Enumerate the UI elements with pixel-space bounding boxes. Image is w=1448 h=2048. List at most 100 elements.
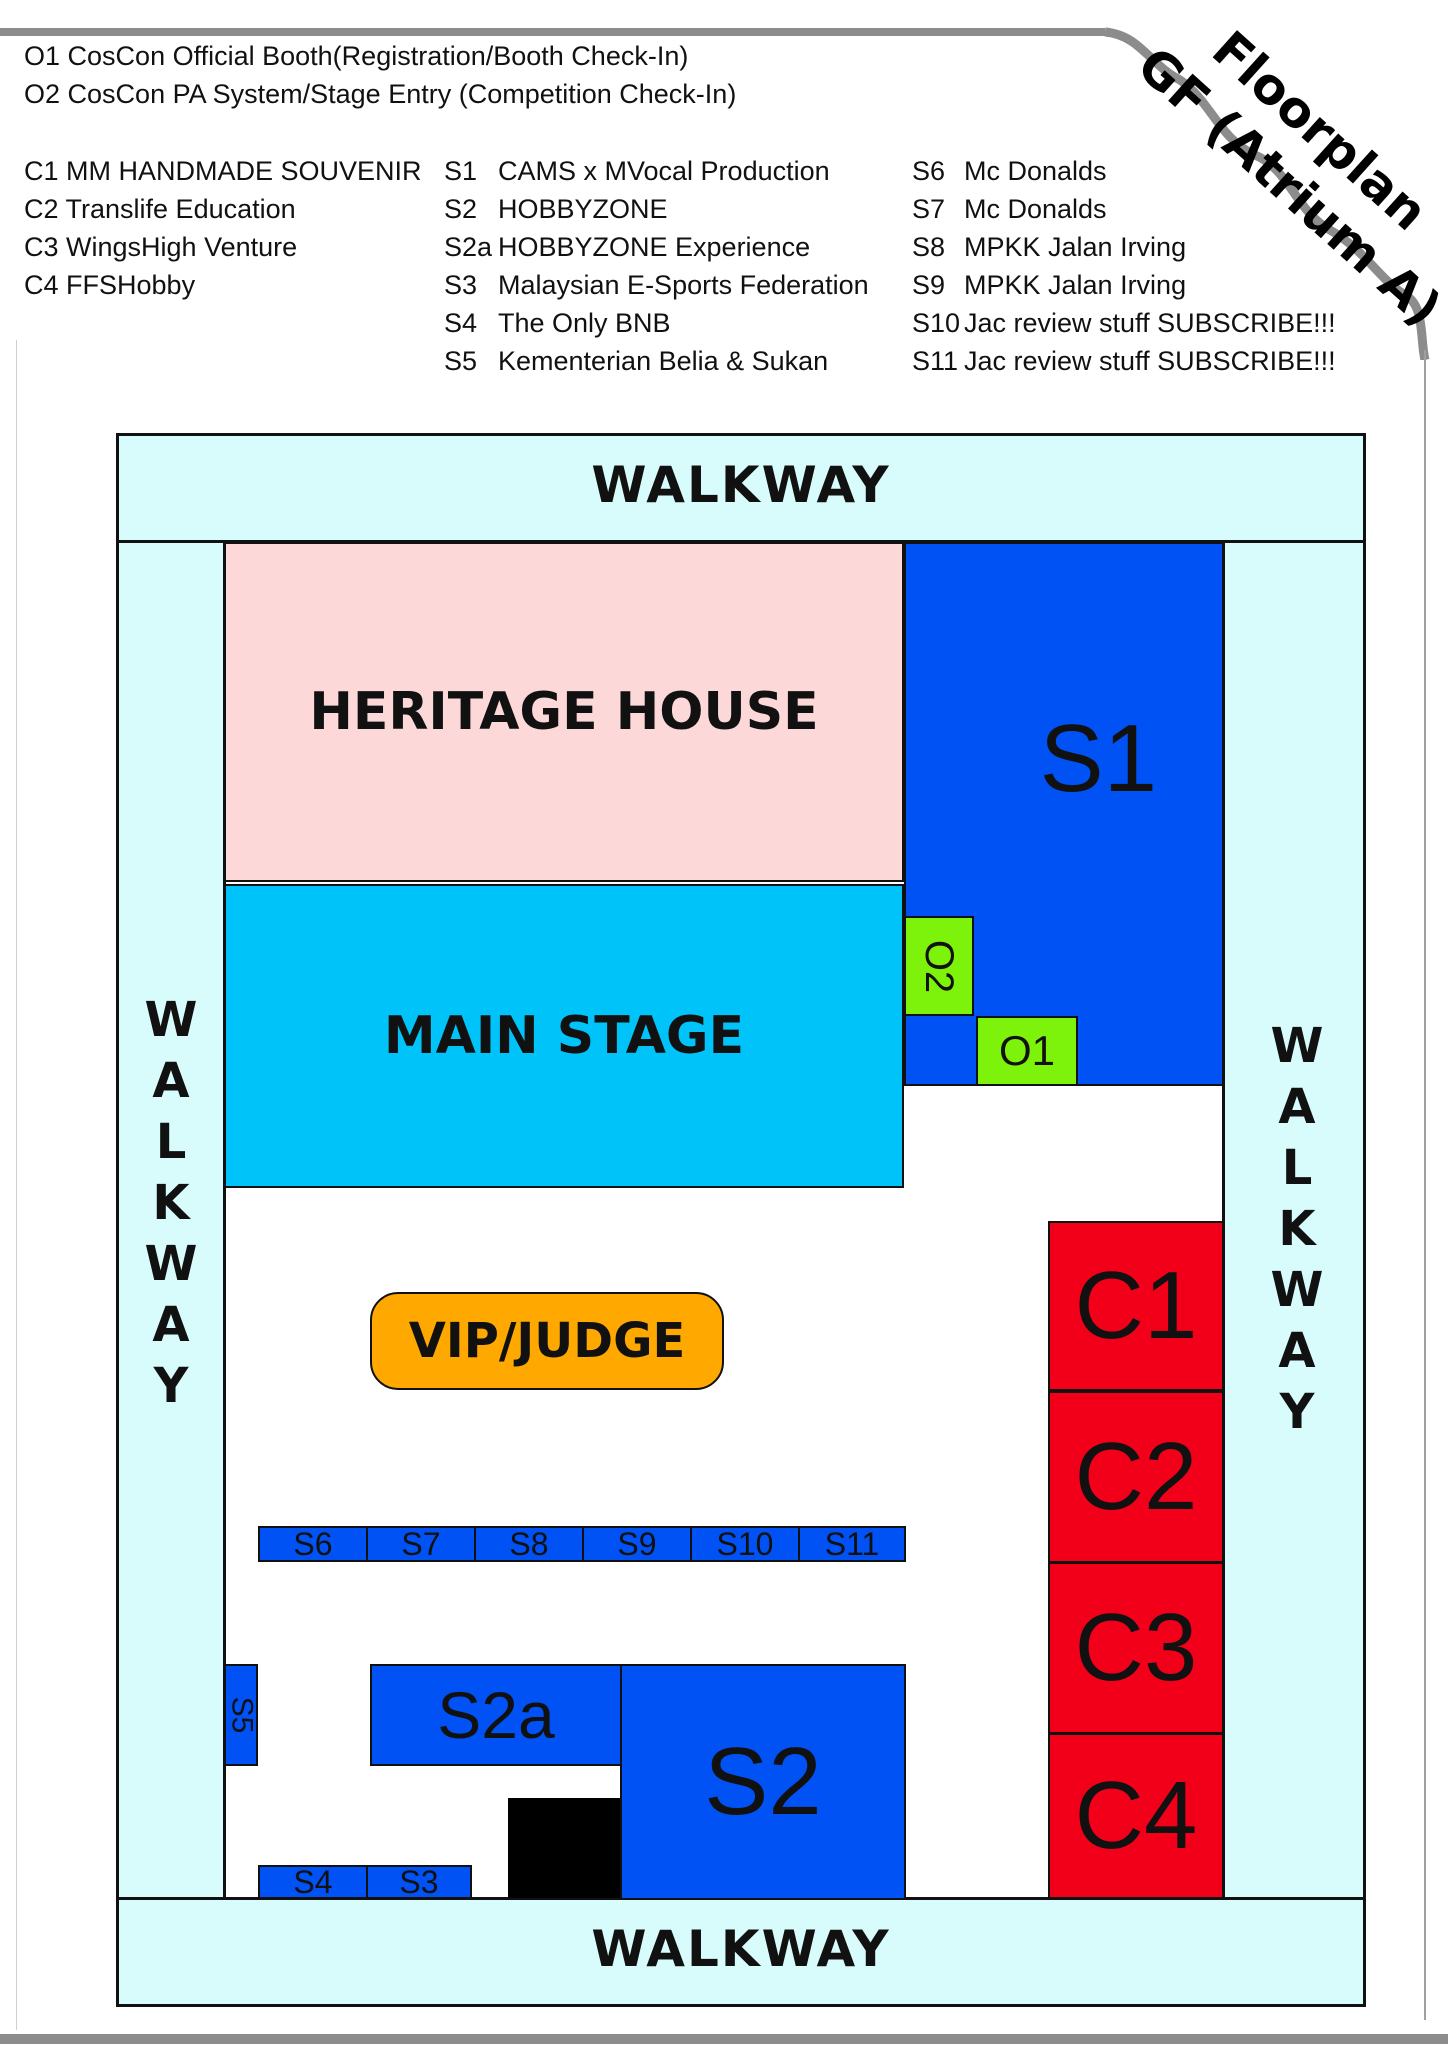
booth-o1[interactable]: O1	[976, 1016, 1078, 1086]
booth-s2a[interactable]: S2a	[370, 1664, 622, 1766]
booth-c1[interactable]: C1	[1048, 1221, 1224, 1391]
booth-s9[interactable]: S9	[582, 1526, 692, 1562]
booth-o1-label: O1	[998, 1027, 1056, 1074]
legend-code: S2a	[444, 232, 493, 262]
legend-item-o1: O1 CosCon Official Booth(Registration/Bo…	[24, 37, 688, 75]
legend-code: O2	[24, 79, 61, 109]
legend-name: HOBBYZONE Experience	[498, 232, 811, 262]
booth-s5[interactable]: S5	[224, 1664, 258, 1766]
legend-item-s9: S9 MPKK Jalan Irving	[912, 266, 1186, 304]
booth-s3[interactable]: S3	[366, 1863, 472, 1900]
legend-item-c1: C1 MM HANDMADE SOUVENIR	[24, 152, 422, 190]
legend-code: C3	[24, 232, 59, 262]
legend-name: MM HANDMADE SOUVENIR	[66, 156, 422, 186]
legend-name: Jac review stuff SUBSCRIBE!!!	[964, 346, 1336, 376]
booth-c2[interactable]: C2	[1048, 1391, 1224, 1563]
legend-name: HOBBYZONE	[498, 194, 668, 224]
page-border-right	[1424, 350, 1426, 2020]
booth-c3-label: C3	[1074, 1594, 1198, 1701]
legend-item-s1: S1 CAMS x MVocal Production	[444, 152, 830, 190]
legend-name: Kementerian Belia & Sukan	[498, 346, 829, 376]
booth-s2a-label: S2a	[437, 1678, 555, 1752]
legend-code: C1	[24, 156, 59, 186]
booth-s3-label: S3	[399, 1863, 439, 1900]
page-border-bottom	[0, 2034, 1448, 2044]
legend-code: C2	[24, 194, 59, 224]
legend-item-c2: C2 Translife Education	[24, 190, 296, 228]
booth-s4-label: S4	[293, 1863, 333, 1900]
vip-judge-area[interactable]: VIP/JUDGE	[370, 1292, 724, 1390]
legend-code: S3	[444, 270, 478, 300]
booth-c1-label: C1	[1074, 1252, 1198, 1359]
booth-s5-label: S5	[225, 1696, 259, 1734]
legend-code: S6	[912, 156, 946, 186]
walkway-top: WALKWAY	[116, 433, 1366, 543]
booth-c4[interactable]: C4	[1048, 1733, 1224, 1899]
legend-item-s8: S8 MPKK Jalan Irving	[912, 228, 1186, 266]
vip-judge-label: VIP/JUDGE	[408, 1313, 686, 1369]
legend-code: S8	[912, 232, 946, 262]
main-stage-area[interactable]: MAIN STAGE	[224, 884, 904, 1188]
booth-s2[interactable]: S2	[620, 1664, 906, 1900]
heritage-house-area[interactable]: HERITAGE HOUSE	[224, 542, 904, 882]
legend-item-c4: C4 FFSHobby	[24, 266, 195, 304]
booth-s10[interactable]: S10	[690, 1526, 800, 1562]
legend-name: Jac review stuff SUBSCRIBE!!!	[964, 308, 1336, 338]
booth-s10-label: S10	[716, 1525, 774, 1562]
legend-name: Translife Education	[65, 194, 296, 224]
walkway-top-label: WALKWAY	[591, 456, 891, 514]
legend-code: S5	[444, 346, 478, 376]
legend-name: CosCon Official Booth(Registration/Booth…	[67, 41, 689, 71]
booth-s11[interactable]: S11	[798, 1526, 906, 1562]
booth-s2-label: S2	[704, 1728, 822, 1835]
page-border-left	[16, 340, 17, 2030]
legend-code: C4	[24, 270, 59, 300]
heritage-house-label: HERITAGE HOUSE	[309, 682, 819, 742]
walkway-bottom: WALKWAY	[116, 1897, 1366, 2007]
walkway-left: WALKWAY	[116, 540, 226, 1900]
legend-code: S11	[912, 346, 959, 376]
booth-s8[interactable]: S8	[474, 1526, 584, 1562]
legend-name: MPKK Jalan Irving	[964, 270, 1187, 300]
legend-code: S4	[444, 308, 478, 338]
legend-code: S2	[444, 194, 478, 224]
black-block	[508, 1798, 620, 1898]
booth-s11-label: S11	[824, 1525, 880, 1562]
legend-name: CosCon PA System/Stage Entry (Competitio…	[67, 79, 737, 109]
walkway-left-label: WALKWAY	[144, 992, 198, 1414]
legend-name: FFSHobby	[66, 270, 196, 300]
booth-c3[interactable]: C3	[1048, 1562, 1224, 1734]
walkway-right: WALKWAY	[1222, 540, 1366, 1900]
legend-name: MPKK Jalan Irving	[964, 232, 1187, 262]
legend-name: The Only BNB	[498, 308, 671, 338]
legend-item-s2: S2 HOBBYZONE	[444, 190, 668, 228]
booth-s6-label: S6	[293, 1525, 333, 1562]
walkway-bottom-label: WALKWAY	[591, 1920, 891, 1978]
booth-c4-label: C4	[1074, 1762, 1198, 1869]
page-border-top	[0, 28, 1105, 36]
booth-s7[interactable]: S7	[366, 1526, 476, 1562]
legend-name: Mc Donalds	[964, 194, 1107, 224]
booth-s4[interactable]: S4	[258, 1863, 368, 1900]
legend-code: S1	[444, 156, 478, 186]
legend-code: S9	[912, 270, 946, 300]
legend-code: O1	[24, 41, 61, 71]
legend-name: CAMS x MVocal Production	[498, 156, 830, 186]
booth-s9-label: S9	[617, 1525, 657, 1562]
booth-s7-label: S7	[401, 1525, 441, 1562]
legend-item-o2: O2 CosCon PA System/Stage Entry (Competi…	[24, 75, 736, 113]
booth-c2-label: C2	[1074, 1423, 1198, 1530]
booth-s8-label: S8	[509, 1525, 549, 1562]
torn-edge-graphic	[1104, 27, 1430, 360]
booth-o2[interactable]: O2	[904, 916, 974, 1016]
legend-item-s5: S5 Kementerian Belia & Sukan	[444, 342, 828, 380]
legend-name: Mc Donalds	[964, 156, 1107, 186]
walkway-right-label: WALKWAY	[1270, 1018, 1324, 1440]
legend-name: Malaysian E-Sports Federation	[498, 270, 869, 300]
booth-s6[interactable]: S6	[258, 1526, 368, 1562]
booth-o2-label: O2	[917, 939, 962, 993]
legend-item-s6: S6 Mc Donalds	[912, 152, 1107, 190]
